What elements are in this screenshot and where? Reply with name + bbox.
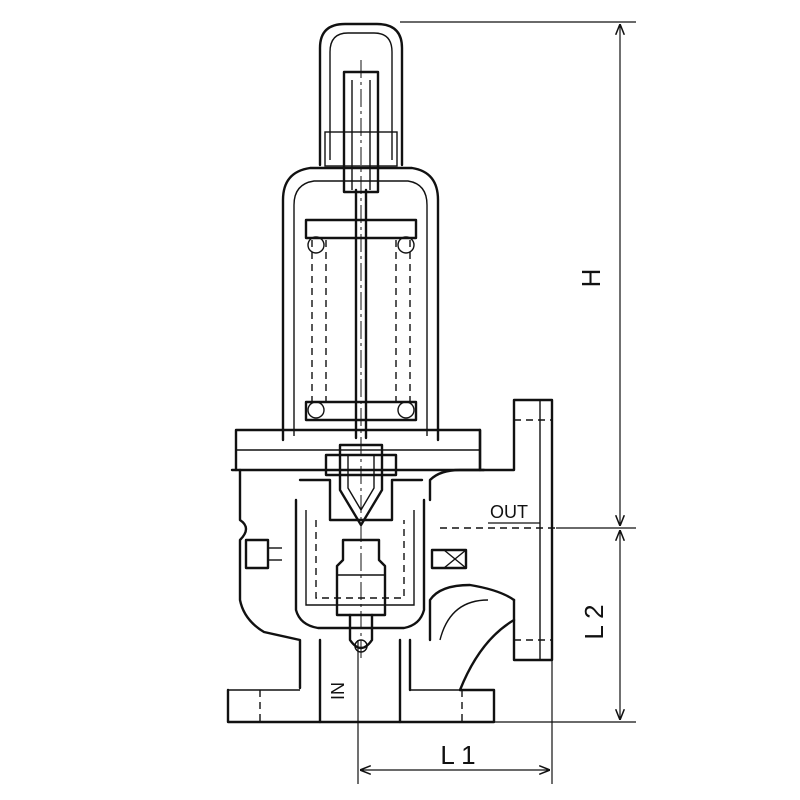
bonnet-flange [230, 428, 486, 472]
dimension-length-2: L 2 [579, 530, 620, 720]
spindle [342, 60, 380, 660]
dimension-height: H [400, 21, 636, 723]
outlet-label: OUT [490, 502, 528, 522]
length-2-label: L 2 [579, 604, 609, 639]
valve-body [238, 468, 426, 690]
outlet-flange [408, 398, 556, 692]
drain-plug [244, 538, 282, 570]
spring [304, 218, 418, 422]
valve-cap [318, 22, 404, 167]
vent-plug [430, 548, 468, 570]
height-label: H [576, 269, 606, 288]
bonnet [281, 166, 440, 442]
flow-labels: OUT IN [328, 502, 540, 700]
length-1-label: L 1 [440, 740, 475, 770]
disc-holder [298, 443, 424, 527]
inlet-label: IN [328, 682, 348, 700]
dimension-length-1: L 1 [357, 640, 553, 784]
nozzle [335, 538, 387, 653]
